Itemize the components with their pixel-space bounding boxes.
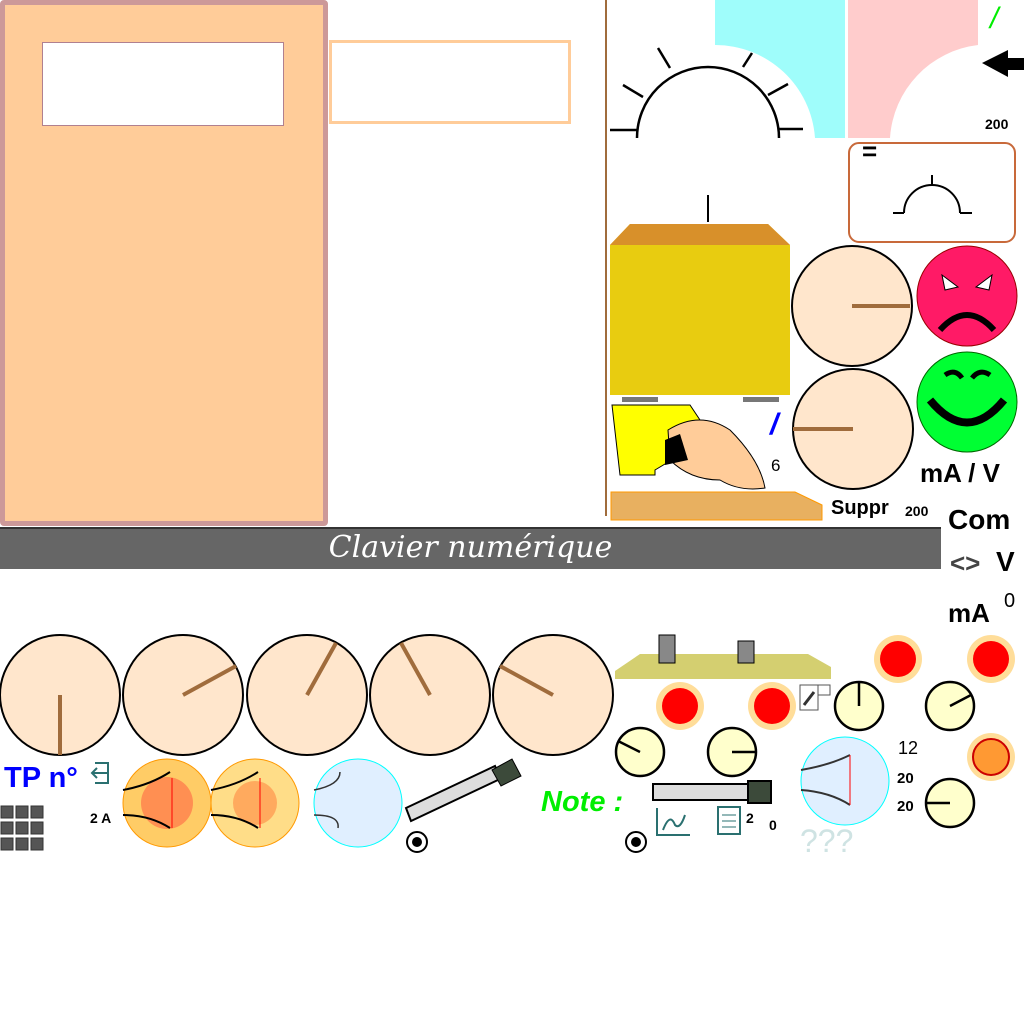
help-button[interactable]: ??? — [800, 823, 854, 859]
slider — [404, 758, 522, 823]
small-gauge-icon — [848, 142, 1016, 243]
com-button[interactable]: Com — [948, 504, 1011, 535]
banner-title: Clavier numérique — [328, 530, 613, 565]
keypad-icon — [0, 805, 44, 851]
code-icon[interactable]: <> — [950, 548, 981, 578]
count-2: 2 — [746, 810, 754, 826]
lamp-off — [800, 736, 890, 826]
lamp-off — [313, 758, 403, 848]
rail-bench — [615, 634, 831, 679]
led-red — [967, 635, 1015, 683]
lamp-lit — [122, 758, 212, 848]
divider — [605, 0, 607, 516]
gauge-icon — [610, 47, 803, 139]
top-value: 200 — [985, 116, 1009, 132]
suppr-label[interactable]: Suppr — [831, 497, 889, 519]
ma-value: 0 — [1004, 590, 1016, 612]
pink-corner — [848, 0, 978, 138]
led-red — [748, 682, 796, 730]
yellow-box — [610, 224, 790, 395]
exit-icon — [90, 762, 109, 784]
led-red — [656, 682, 704, 730]
edit-icon — [799, 684, 831, 711]
lamp-lit — [210, 758, 300, 848]
value-20a: 20 — [897, 770, 914, 787]
ma-v-button[interactable]: mA / V — [920, 458, 1000, 488]
pointing-hand-icon — [611, 404, 766, 490]
equals-label: = — [862, 136, 878, 166]
cyan-corner — [715, 0, 845, 138]
radio-button — [625, 831, 647, 853]
value-20b: 20 — [897, 798, 914, 815]
dial — [791, 245, 913, 367]
fuse-label: 2 A — [90, 810, 112, 826]
suppr-value: 200 — [905, 503, 929, 519]
led-orange — [967, 733, 1015, 781]
ma-button[interactable]: mA — [948, 598, 990, 628]
v-button[interactable]: V — [996, 546, 1015, 577]
slash-blue: / — [770, 408, 779, 441]
led-red — [874, 635, 922, 683]
chart-icon — [656, 808, 690, 836]
banner: Clavier numérique — [0, 527, 941, 569]
six-label: 6 — [771, 456, 781, 475]
input-box[interactable] — [329, 40, 571, 124]
happy-face-icon — [916, 351, 1018, 453]
slider — [652, 780, 772, 804]
suppr-key — [610, 491, 823, 521]
angry-face-icon — [916, 245, 1018, 347]
value-12: 12 — [898, 738, 919, 758]
display-screen — [42, 42, 284, 126]
checklist-icon — [717, 806, 741, 835]
slash-green: / — [990, 2, 999, 35]
radio-button — [406, 831, 428, 853]
count-0: 0 — [769, 817, 777, 833]
dial — [792, 368, 914, 490]
back-arrow-icon — [982, 50, 1024, 77]
note-label: Note : — [541, 786, 624, 818]
tp-label: TP n° — [4, 762, 78, 794]
